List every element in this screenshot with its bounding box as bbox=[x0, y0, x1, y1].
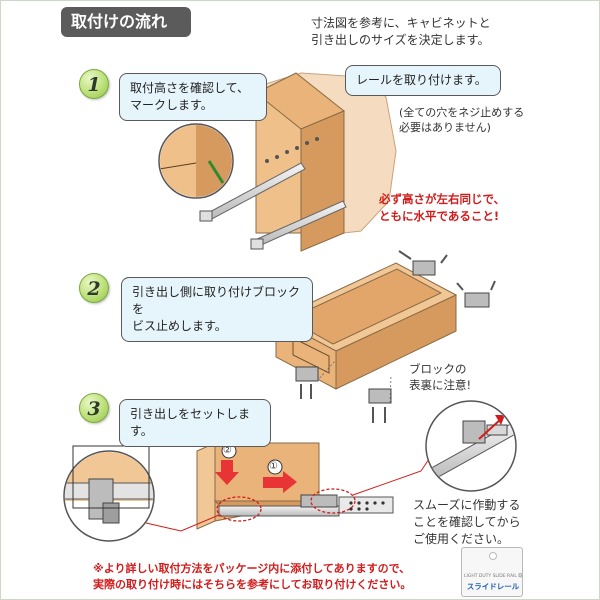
intro-text: 寸法図を参考に、キャビネットと 引き出しのサイズを決定します。 bbox=[311, 15, 561, 49]
bubble-line: レールを取り付けます。 bbox=[356, 73, 487, 87]
footer-note: ※より詳しい取付方法をパッケージ内に添付してありますので、 実際の取り付け時には… bbox=[93, 561, 453, 593]
rail-end-cap bbox=[250, 238, 264, 250]
step-marker-2-label: ② bbox=[223, 445, 232, 456]
mounting-block bbox=[368, 388, 392, 423]
note-line: ブロックの bbox=[409, 362, 467, 376]
section-title: 取付けの流れ bbox=[71, 12, 168, 31]
leader-line bbox=[352, 455, 432, 496]
note-line: (全ての穴をネジ止めする bbox=[399, 106, 525, 119]
step-number: 3 bbox=[87, 398, 101, 420]
rail-end-cap bbox=[199, 210, 213, 222]
bubble-line: ビス止めします。 bbox=[132, 319, 227, 333]
section-title-box: 取付けの流れ bbox=[61, 7, 191, 37]
step-1-mark-bubble: 取付高さを確認して、 マークします。 bbox=[119, 73, 267, 121]
highlight-ellipse bbox=[310, 488, 356, 514]
step-3-note: スムーズに作動する ことを確認してから ご使用ください。 bbox=[413, 497, 521, 548]
hang-hole bbox=[489, 552, 497, 560]
step-badge-3: 3 bbox=[79, 393, 109, 423]
step-badge-1: 1 bbox=[79, 69, 109, 99]
arrow-right-icon bbox=[263, 471, 297, 493]
intro-line-2: 引き出しのサイズを決定します。 bbox=[311, 33, 490, 47]
mounting-block bbox=[295, 366, 319, 399]
cabinet-corner bbox=[72, 445, 150, 509]
step-1-warning: 必ず高さが左右同じで、 ともに水平であること! bbox=[379, 191, 505, 225]
step-1-note: (全ての穴をネジ止めする 必要はありません) bbox=[399, 105, 524, 135]
bubble-line: マークします。 bbox=[130, 98, 213, 112]
cabinet-side-panel bbox=[300, 110, 345, 252]
package-brand: スライドレール bbox=[466, 582, 520, 591]
highlight-ellipse bbox=[216, 496, 262, 522]
step-marker-1-label: ① bbox=[269, 461, 278, 472]
pencil-icon bbox=[207, 160, 225, 184]
footer-line: ※より詳しい取付方法をパッケージ内に添付してありますので、 bbox=[93, 562, 411, 575]
bubble-line: 引き出し側に取り付けブロックを bbox=[132, 285, 301, 316]
step-3-set-bubble: 引き出しをセットします。 bbox=[119, 399, 271, 447]
rail-screw-holes bbox=[349, 501, 385, 511]
warning-line: ともに水平であること! bbox=[379, 209, 500, 223]
footer-line: 実際の取り付け時にはそちらを参考にしてお取り付けください。 bbox=[93, 578, 412, 591]
package-small-text: LIGHT DUTY SLIDE RAIL 取付方法 bbox=[464, 574, 522, 579]
drawer-box bbox=[274, 262, 458, 390]
mounting-block bbox=[398, 250, 448, 276]
bubble-line: 取付高さを確認して、 bbox=[130, 81, 250, 95]
rail-screw-holes bbox=[265, 137, 319, 163]
note-line: 表裏に注意! bbox=[409, 378, 472, 392]
leader-line bbox=[145, 514, 220, 532]
warning-line: 必ず高さが左右同じで、 bbox=[379, 192, 506, 206]
step-number: 2 bbox=[87, 278, 101, 300]
step-2-note: ブロックの 表裏に注意! bbox=[409, 361, 471, 393]
step-1-rail-bubble: レールを取り付けます。 bbox=[345, 65, 501, 96]
arrow-down-icon bbox=[215, 460, 239, 485]
mounting-block bbox=[456, 280, 496, 308]
package-image: LIGHT DUTY SLIDE RAIL 取付方法 スライドレール bbox=[461, 547, 523, 597]
step-marker-1 bbox=[267, 459, 283, 475]
bubble-line: 引き出しをセットします。 bbox=[130, 407, 251, 438]
step-badge-2: 2 bbox=[79, 273, 109, 303]
note-line: ご使用ください。 bbox=[413, 532, 510, 546]
step-2-block-bubble: 引き出し側に取り付けブロックを ビス止めします。 bbox=[121, 277, 313, 342]
note-line: スムーズに作動する bbox=[413, 498, 521, 512]
step-number: 1 bbox=[87, 74, 101, 96]
note-line: ことを確認してから bbox=[413, 515, 521, 529]
note-line: 必要はありません) bbox=[399, 121, 491, 134]
intro-line-1: 寸法図を参考に、キャビネットと bbox=[311, 16, 491, 30]
